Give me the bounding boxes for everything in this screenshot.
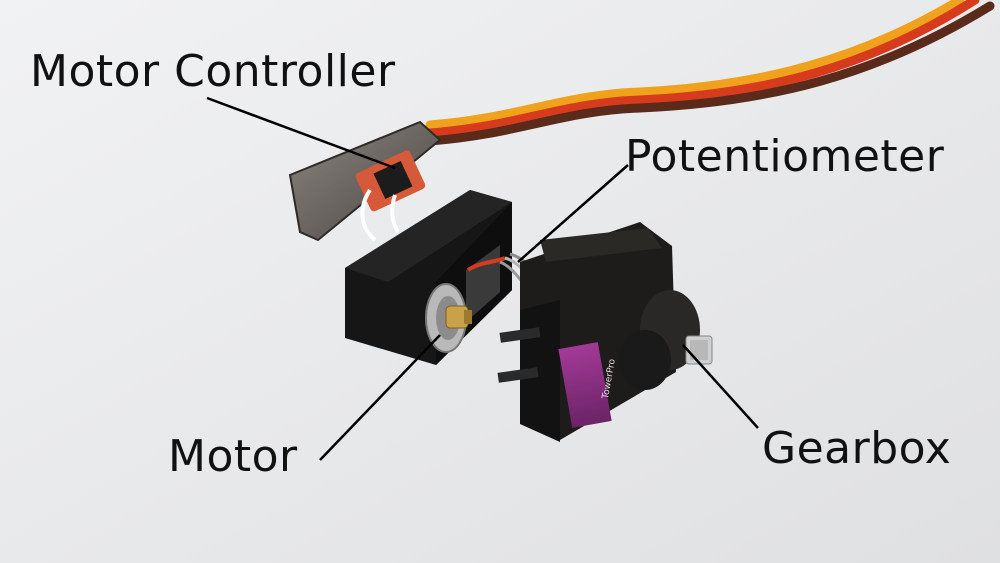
leader-gearbox — [682, 344, 759, 429]
motor-controller — [288, 120, 442, 242]
motor-controller-label: Motor Controller — [30, 46, 396, 97]
potentiometer-label: Potentiometer — [625, 131, 945, 182]
motor — [425, 283, 472, 353]
motor-label: Motor — [168, 431, 298, 482]
leader-motor-controller — [206, 96, 396, 170]
gearbox-output-gear — [685, 335, 713, 365]
servo-cable — [425, 0, 995, 146]
leader-lines — [206, 96, 759, 461]
gearbox-housing: TowerPro — [497, 222, 700, 442]
leader-motor — [319, 334, 441, 461]
leader-potentiometer — [517, 164, 629, 263]
gearbox-label: Gearbox — [762, 423, 952, 474]
